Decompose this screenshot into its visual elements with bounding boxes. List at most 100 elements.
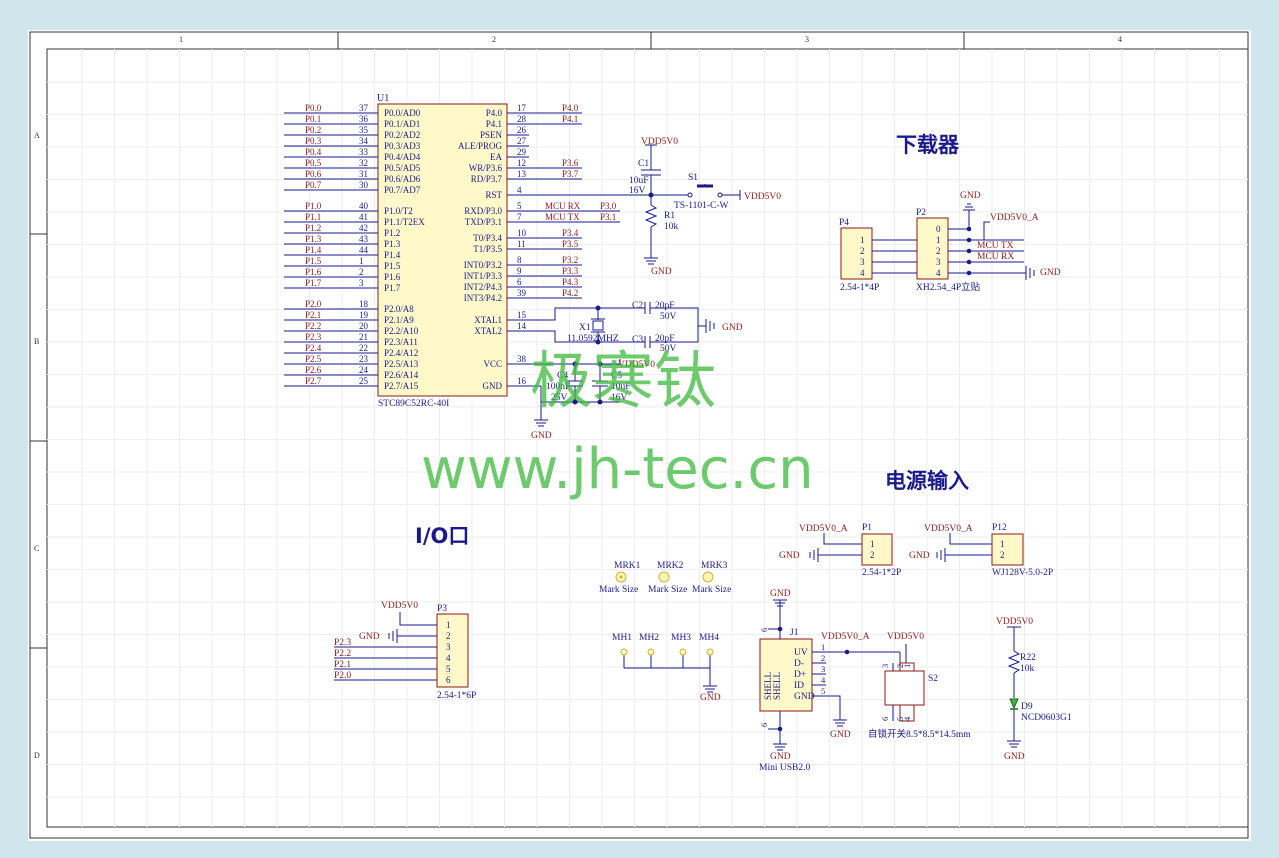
u1-pin-number: 28 [517,114,527,124]
d9-led-symbol [1009,698,1019,710]
u1-pin-number: 15 [517,310,527,320]
p2-pin-number: 1 [936,235,941,245]
u1-pin-name: P0.0/AD0 [384,108,421,118]
u1-net-label: P1.7 [305,278,322,288]
p12-pin-1: 1 [1000,539,1005,549]
vcc-vdd-label: VDD5V0 [618,360,655,370]
u1-part: STC89C52RC-40I [378,399,449,409]
u1-net-label: P4.0 [562,103,579,113]
mh3-label: MH3 [671,633,691,643]
j1-body [759,638,813,712]
j1-shell-2: SHELL [772,672,782,700]
s2-part: 自锁开关8.5*8.5*14.5mm [868,728,971,740]
power-input-section: 电源输入 1 2 1 2 P1 2.54-1*2P VDD5V0_A GND P… [779,469,1053,578]
u1-pin-name: P1.7 [384,283,401,293]
u1-net-label: P2.7 [305,376,322,386]
s2-pin-number: 3 [880,664,890,668]
p4-pin-number: 4 [860,268,865,278]
u1-pin-number: 4 [517,185,522,195]
p12-part: WJ128V-5.0-2P [992,568,1053,578]
mrk3: MRK3 Mark Size [692,561,731,595]
u1-net-label: P0.5 [305,158,322,168]
p4-part: 2.54-1*4P [840,283,879,293]
c3-value: 20pF [655,334,675,344]
frame-row-label: C [34,544,39,553]
u1-net-label: MCU RX [545,201,581,211]
u1-net-label: P1.3 [305,234,322,244]
frame-col-label: 1 [179,35,183,44]
u1-net-label: P4.3 [562,277,579,287]
u1-pin-number: 12 [517,158,526,168]
frame-col-label: 2 [492,35,496,44]
downloader-gnd-top: GND [960,191,981,201]
u1-designator: U1 [377,93,389,104]
p1-vdd: VDD5V0_A [799,524,848,534]
u1-pin-name: P4.0 [486,108,503,118]
c1-value: 10uF [629,176,649,186]
p2-pin-number: 4 [936,268,941,278]
u1-pin-name: RD/P3.7 [471,174,503,184]
u1-pin-name: T0/P3.4 [473,233,502,243]
frame-inner [46,48,1249,828]
io-vdd: VDD5V0 [381,601,418,611]
u1-pin-name: P1.0/T2 [384,206,413,216]
j1-pin-name: ID [794,681,804,691]
u1-pin-name: P1.5 [384,261,401,271]
c2-designator: C2 [632,301,643,311]
p1-part: 2.54-1*2P [862,568,901,578]
u1-pin-number: 40 [359,201,369,211]
io-title: I/O口 [415,524,469,548]
u1-pin-number: 33 [359,147,369,157]
io-net-p21: P2.1 [334,660,351,670]
u1-pin-number: 39 [517,288,527,298]
u1-pin-number: 24 [359,365,369,375]
p12-designator: P12 [992,523,1007,533]
u1-net-label: P3.7 [562,169,579,179]
frame-col-label: 3 [805,35,809,44]
u1-pin-name: XTAL2 [474,326,502,336]
crystal-gnd-label: GND [722,323,743,333]
u1-pin-name: P1.1/T2EX [384,217,425,227]
io-net-p20: P2.0 [334,671,351,681]
u1-net-label: P3.0 [600,201,617,211]
u1-pin-number: 16 [517,376,527,386]
u1-pin-number: 44 [359,245,369,255]
j1-pin-number: 1 [821,642,825,652]
power-caps-gnd-label: GND [531,431,552,441]
u1-net-label: P1.0 [305,201,322,211]
u1-net-label: P3.3 [562,266,579,276]
u1-pin-number: 30 [359,180,369,190]
u1-net-label: P3.1 [600,212,616,222]
p2-part: XH2.54_4P立贴 [916,281,981,293]
s1-designator: S1 [688,173,698,183]
u1-pin-name: XTAL1 [474,315,502,325]
u1-pin-name: P2.3/A11 [384,337,418,347]
u1-pin-number: 1 [359,256,364,266]
u1-body [377,103,508,397]
c4-designator: C4 [557,371,568,381]
p12-body [991,533,1024,566]
u1-pin-number: 3 [359,278,364,288]
u1-pin-name: P2.6/A14 [384,370,419,380]
u1-pin-number: 13 [517,169,527,179]
watermark-url: www.jh-tec.cn [421,437,814,502]
x1-value: 11.0592MHZ [567,334,619,344]
c1-vdd-label: VDD5V0 [641,137,678,147]
d9-designator: D9 [1021,702,1033,712]
usb-vdd: VDD5V0 [887,632,924,642]
reset-circuit [529,144,741,265]
c4-value: 100nF [546,382,570,392]
u1-pin-name: RST [485,190,502,200]
p2-pin-number: 2 [936,246,941,256]
p4-designator: P4 [839,218,849,228]
u1-net-label: P1.1 [305,212,321,222]
u1-pin-name: INT3/P4.2 [464,293,502,303]
u1-pin-name: P1.3 [384,239,401,249]
io-net-p22: P2.2 [334,649,351,659]
j1-gnd-top: GND [770,589,791,599]
